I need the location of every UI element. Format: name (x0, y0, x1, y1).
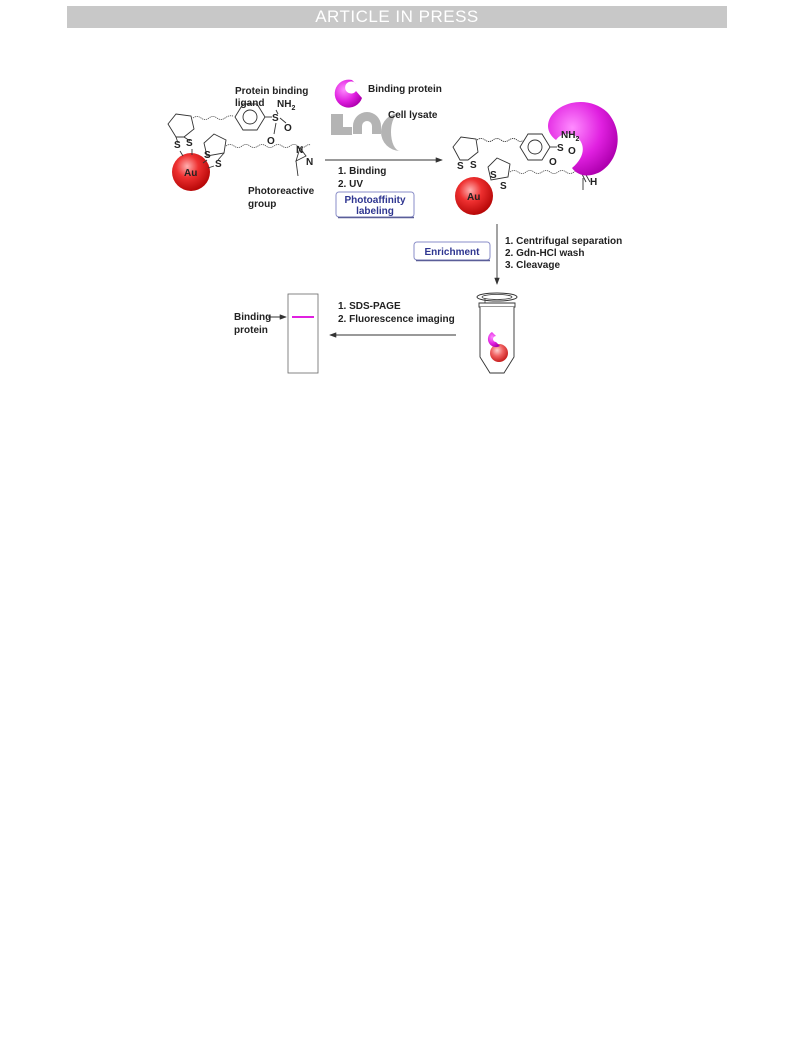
sulfur-atom: S (457, 161, 464, 172)
article-in-press-banner: ARTICLE IN PRESS (67, 6, 727, 28)
diazirine-nitrogen: N (306, 157, 313, 168)
step1-binding: 1. Binding (338, 166, 386, 177)
sulfur-atom: S (470, 160, 477, 171)
left-nanoparticle-conjugate (167, 103, 311, 191)
sulfonamide-sulfur: S (272, 113, 279, 124)
binding-protein-label: Binding protein (368, 84, 442, 95)
sulfonamide-oxygen: O (568, 146, 576, 157)
amine-group: NH2 (561, 130, 579, 143)
binding-protein-icon (334, 79, 362, 108)
photoaffinity-label: Photoaffinity (344, 195, 406, 206)
step1-uv: 2. UV (338, 179, 363, 190)
cell-lysate-label: Cell lysate (388, 110, 438, 121)
ligand-label: ligand (235, 98, 264, 109)
gold-nanoparticle-right (455, 177, 493, 215)
gel-lane (287, 293, 319, 374)
enrichment-label: Enrichment (424, 247, 480, 258)
gold-nanoparticle-left (172, 153, 210, 191)
hydrogen-atom: H (590, 177, 597, 188)
step2-wash: 2. Gdn-HCl wash (505, 248, 584, 259)
sulfur-atom: S (490, 170, 497, 181)
step2-centrifugal: 1. Centrifugal separation (505, 236, 622, 247)
sulfur-atom: S (186, 138, 193, 149)
amine-group: NH2 (277, 99, 295, 112)
sulfonamide-oxygen: O (284, 123, 292, 134)
eluted-protein-icon (487, 332, 500, 348)
labeling-label: labeling (356, 206, 394, 217)
sulfur-atom: S (215, 159, 222, 170)
photoreactive-group-label: Photoreactive (248, 186, 315, 197)
sulfur-atom: S (204, 150, 211, 161)
step3-imaging: 2. Fluorescence imaging (338, 314, 455, 325)
ligand-label: Protein binding (235, 86, 308, 97)
step2-cleavage: 3. Cleavage (505, 260, 560, 271)
sulfonamide-sulfur: S (557, 143, 564, 154)
cell-lysate-icon (331, 112, 400, 151)
step3-sds-page: 1. SDS-PAGE (338, 301, 401, 312)
sulfonamide-oxygen: O (267, 136, 275, 147)
right-nanoparticle-conjugate (452, 101, 618, 215)
gel-binding-label: Binding (234, 312, 271, 323)
centrifuge-tube-icon (476, 292, 518, 374)
bound-protein-icon (548, 101, 618, 176)
au-label-left: Au (184, 168, 197, 179)
sulfur-atom: S (174, 140, 181, 151)
diazirine-nitrogen: N (296, 145, 303, 156)
gold-nanoparticle-in-tube (490, 344, 508, 362)
sulfonamide-oxygen: O (549, 157, 557, 168)
photoreactive-group-label: group (248, 199, 276, 210)
au-label-right: Au (467, 192, 480, 203)
sulfur-atom: S (500, 181, 507, 192)
gel-protein-label: protein (234, 325, 268, 336)
